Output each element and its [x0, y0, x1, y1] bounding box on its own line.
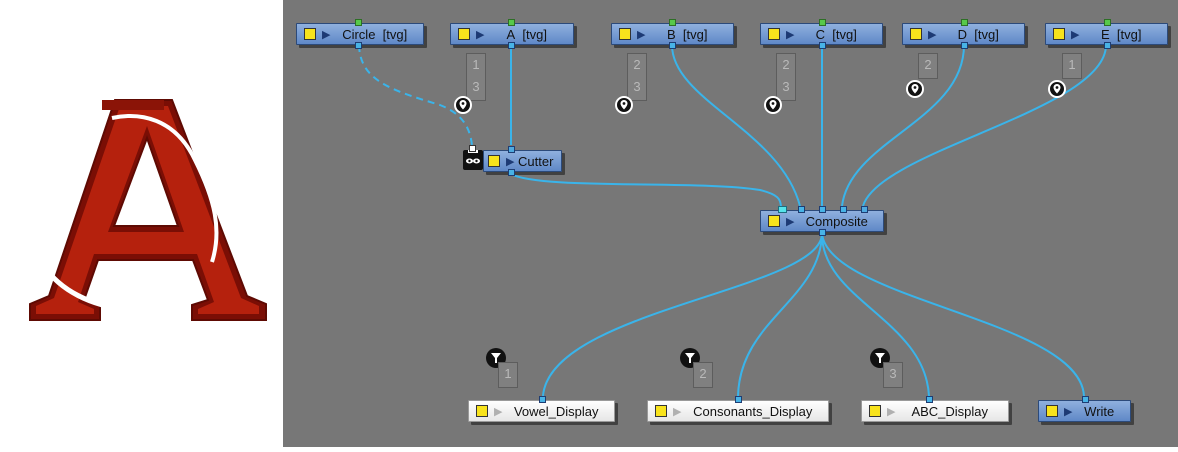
input-port[interactable]: [798, 206, 805, 213]
input-port[interactable]: [961, 19, 968, 26]
map-pin-icon[interactable]: [764, 96, 782, 114]
node-d[interactable]: ▶ D [tvg]: [902, 19, 1025, 49]
node-label: Write: [1084, 403, 1115, 419]
display-toggle-icon[interactable]: [1053, 28, 1065, 40]
node-vowel-display[interactable]: ▶ Vowel_Display: [468, 396, 615, 422]
node-composite[interactable]: ▶ Composite: [760, 206, 884, 236]
display-toggle-icon[interactable]: [458, 28, 470, 40]
preview-glyph: A: [0, 0, 1, 1]
input-port[interactable]: [819, 19, 826, 26]
node-consonants-display[interactable]: ▶ Consonants_Display: [647, 396, 829, 422]
expand-arrow-icon[interactable]: ▶: [476, 28, 485, 41]
node-label: E [tvg]: [1100, 26, 1142, 42]
display-toggle-icon[interactable]: [655, 405, 667, 417]
node-b[interactable]: ▶ B [tvg]: [611, 19, 734, 49]
display-toggle-icon[interactable]: [304, 28, 316, 40]
input-port[interactable]: [926, 396, 933, 403]
node-label: Composite: [805, 213, 868, 229]
node-abc-display[interactable]: ▶ ABC_Display: [861, 396, 1009, 422]
counter-consonants: 2: [693, 362, 713, 388]
display-toggle-icon[interactable]: [619, 28, 631, 40]
input-port[interactable]: [861, 206, 868, 213]
input-port[interactable]: [355, 19, 362, 26]
input-port[interactable]: [539, 396, 546, 403]
mask-icon[interactable]: [463, 146, 483, 170]
display-toggle-icon[interactable]: [488, 155, 500, 167]
node-label: D [tvg]: [957, 26, 999, 42]
node-view[interactable]: [283, 0, 1178, 447]
expand-arrow-icon[interactable]: ▶: [1071, 28, 1080, 41]
display-toggle-icon[interactable]: [476, 405, 488, 417]
output-port[interactable]: [355, 42, 362, 49]
map-pin-icon[interactable]: [906, 80, 924, 98]
expand-arrow-icon[interactable]: ▶: [786, 215, 795, 228]
map-pin-icon[interactable]: [1048, 80, 1066, 98]
expand-arrow-icon[interactable]: ▶: [1064, 405, 1073, 418]
expand-arrow-icon[interactable]: ▶: [786, 28, 795, 41]
input-port[interactable]: [778, 206, 787, 213]
counter-abc: 3: [883, 362, 903, 388]
output-port[interactable]: [508, 42, 515, 49]
input-port[interactable]: [735, 396, 742, 403]
display-toggle-icon[interactable]: [1046, 405, 1058, 417]
input-port[interactable]: [508, 19, 515, 26]
node-label: ABC_Display: [911, 403, 989, 419]
node-label: B [tvg]: [666, 26, 708, 42]
node-label: Cutter: [518, 153, 554, 169]
input-port[interactable]: [819, 206, 826, 213]
node-a[interactable]: ▶ A [tvg]: [450, 19, 574, 49]
node-label: A [tvg]: [506, 26, 547, 42]
node-write[interactable]: ▶ Write: [1038, 396, 1131, 422]
output-port[interactable]: [669, 42, 676, 49]
expand-arrow-icon[interactable]: ▶: [673, 405, 682, 418]
counter-e: 1: [1062, 53, 1082, 79]
node-label: Circle [tvg]: [342, 26, 408, 42]
counter-d: 2: [918, 53, 938, 79]
matte-input-port[interactable]: [469, 145, 476, 152]
expand-arrow-icon[interactable]: ▶: [494, 405, 503, 418]
node-e[interactable]: ▶ E [tvg]: [1045, 19, 1168, 49]
expand-arrow-icon[interactable]: ▶: [887, 405, 896, 418]
node-label: C [tvg]: [815, 26, 857, 42]
expand-arrow-icon[interactable]: ▶: [928, 28, 937, 41]
expand-arrow-icon[interactable]: ▶: [637, 28, 646, 41]
input-port[interactable]: [1104, 19, 1111, 26]
output-port[interactable]: [819, 42, 826, 49]
counter-vowel: 1: [498, 362, 518, 388]
preview-panel: A: [0, 0, 283, 447]
input-port[interactable]: [669, 19, 676, 26]
input-port[interactable]: [508, 146, 515, 153]
display-toggle-icon[interactable]: [768, 215, 780, 227]
map-pin-icon[interactable]: [615, 96, 633, 114]
node-cutter[interactable]: ▶ Cutter: [483, 146, 562, 176]
display-toggle-icon[interactable]: [910, 28, 922, 40]
input-port[interactable]: [1082, 396, 1089, 403]
display-toggle-icon[interactable]: [768, 28, 780, 40]
node-c[interactable]: ▶ C [tvg]: [760, 19, 883, 49]
output-port[interactable]: [1104, 42, 1111, 49]
input-port[interactable]: [840, 206, 847, 213]
output-port[interactable]: [508, 169, 515, 176]
node-label: Vowel_Display: [513, 403, 599, 419]
node-label: Consonants_Display: [693, 403, 813, 419]
display-toggle-icon[interactable]: [869, 405, 881, 417]
letter-a-preview: A: [0, 0, 267, 321]
expand-arrow-icon[interactable]: ▶: [322, 28, 331, 41]
map-pin-icon[interactable]: [454, 96, 472, 114]
node-circle[interactable]: ▶ Circle [tvg]: [296, 19, 424, 49]
output-port[interactable]: [819, 229, 826, 236]
expand-arrow-icon[interactable]: ▶: [506, 155, 515, 168]
output-port[interactable]: [961, 42, 968, 49]
